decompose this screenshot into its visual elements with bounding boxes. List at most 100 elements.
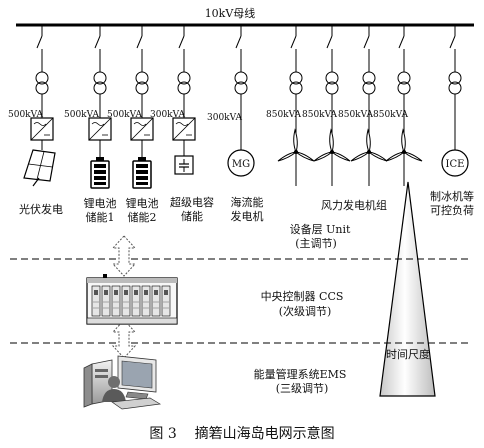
rating-label: 500kVA bbox=[64, 110, 100, 120]
transformer-icon bbox=[234, 71, 248, 85]
rating-label: 500kVA bbox=[107, 110, 143, 120]
rating-label: 500kVA bbox=[8, 110, 44, 120]
transformer-icon bbox=[35, 71, 49, 85]
switch-icon bbox=[235, 35, 242, 49]
supercap-converter-icon bbox=[172, 117, 196, 141]
device-level-label: 设备层 Unit bbox=[290, 222, 351, 236]
module-indicator bbox=[144, 290, 148, 295]
controller-module bbox=[91, 285, 101, 317]
li2-label-2: 储能2 bbox=[128, 210, 157, 224]
li2-label: 锂电池 bbox=[126, 196, 159, 210]
module-indicator bbox=[104, 290, 108, 295]
switch-icon bbox=[94, 35, 101, 49]
communication-arrow-icon bbox=[111, 319, 137, 359]
wind-turbine-icon bbox=[401, 128, 406, 154]
ccs-level-sub: (次级调节) bbox=[279, 304, 332, 318]
wind-turbine-icon bbox=[293, 128, 298, 154]
controller-module bbox=[121, 285, 131, 317]
module-indicator bbox=[164, 290, 168, 295]
solar-panel-icon bbox=[23, 149, 56, 187]
controller-module bbox=[111, 285, 121, 317]
transformer-icon bbox=[448, 71, 462, 85]
wind-turbine-icon bbox=[367, 151, 388, 162]
ems-level-label: 能量管理系统EMS bbox=[254, 367, 347, 381]
controller-module bbox=[101, 285, 111, 317]
switch-icon bbox=[290, 35, 297, 49]
controller-modules bbox=[91, 285, 171, 317]
switch-icon bbox=[398, 35, 405, 49]
pv-label: 光伏发电 bbox=[19, 202, 63, 216]
wind-turbine-icon bbox=[385, 151, 406, 162]
ice-load-icon: ICE bbox=[441, 102, 469, 177]
transformer-icon bbox=[325, 71, 339, 85]
rating-label: 850kVA bbox=[266, 110, 302, 120]
wind-turbine-icon bbox=[402, 151, 423, 162]
transformer-icon bbox=[93, 71, 107, 85]
supercap-label: 超级电容 bbox=[170, 195, 214, 209]
rating-labels: 500kVA 500kVA 500kVA 300kVA 300kVA 850kV… bbox=[8, 110, 409, 123]
switch-icon bbox=[36, 35, 43, 49]
transformer-icon bbox=[289, 71, 303, 85]
rating-label: 300kVA bbox=[150, 110, 186, 120]
turbine-hub bbox=[367, 150, 371, 154]
switch-icon bbox=[178, 35, 185, 49]
ems-level-sub: (三级调节) bbox=[276, 382, 329, 395]
battery-icon bbox=[90, 157, 110, 189]
level-labels: 设备层 Unit (主调节) 中央控制器 CCS (次级调节) 能量管理系统EM… bbox=[254, 222, 351, 395]
li1-converter-icon bbox=[88, 117, 112, 141]
turbine-hub bbox=[294, 150, 298, 154]
li1-label-2: 储能1 bbox=[86, 210, 115, 224]
module-indicator bbox=[124, 290, 128, 295]
module-indicator bbox=[94, 290, 98, 295]
ccs-level-label: 中央控制器 CCS bbox=[261, 289, 344, 303]
wind-label: 风力发电机组 bbox=[321, 198, 387, 212]
mg-symbol: MG bbox=[232, 159, 250, 170]
unit-connectors bbox=[41, 140, 185, 157]
pv-converter-icon bbox=[30, 117, 54, 141]
rating-label: 850kVA bbox=[302, 110, 338, 120]
mg-generator-icon: MG bbox=[227, 102, 255, 177]
wind-turbine-icon bbox=[277, 151, 298, 162]
controller-module bbox=[131, 285, 141, 317]
central-controller-icon bbox=[86, 274, 178, 325]
tidal-label-2: 发电机 bbox=[231, 209, 264, 223]
supercapacitor-icon bbox=[174, 155, 194, 175]
feeder-group bbox=[35, 25, 462, 118]
rating-label: 850kVA bbox=[373, 110, 409, 120]
battery-icon bbox=[132, 157, 152, 189]
bus-label: 10kV母线 bbox=[205, 6, 256, 20]
ice-label: 制冰机等 bbox=[430, 189, 474, 203]
transformer-icon bbox=[135, 71, 149, 85]
transformer-icon bbox=[177, 71, 191, 85]
controller-module bbox=[141, 285, 151, 317]
time-scale-label: 时间尺度 bbox=[386, 347, 430, 361]
wind-turbine-icon bbox=[313, 151, 334, 162]
communication-arrow-icon bbox=[111, 235, 137, 277]
device-level-sub: (主调节) bbox=[295, 237, 337, 250]
turbine-hub bbox=[330, 150, 334, 154]
computer-workstation-icon bbox=[83, 355, 162, 410]
module-indicator bbox=[114, 290, 118, 295]
transformer-icon bbox=[362, 71, 376, 85]
switch-icon bbox=[136, 35, 143, 49]
unit-labels: 光伏发电 锂电池 储能1 锂电池 储能2 超级电容 储能 海流能 发电机 风力发… bbox=[19, 189, 474, 224]
tidal-label: 海流能 bbox=[231, 195, 264, 209]
converters bbox=[30, 117, 196, 141]
wind-turbine-group bbox=[277, 102, 423, 186]
wind-turbine-icon bbox=[350, 151, 371, 162]
ice-label-2: 可控负荷 bbox=[430, 203, 474, 217]
li1-label: 锂电池 bbox=[84, 196, 117, 210]
figure-caption: 图 3 摘箬山海岛电网示意图 bbox=[149, 425, 334, 442]
switch-icon bbox=[363, 35, 370, 49]
wind-turbine-icon bbox=[294, 151, 315, 162]
turbine-hub bbox=[402, 150, 406, 154]
controller-module bbox=[151, 285, 161, 317]
ice-symbol: ICE bbox=[446, 159, 465, 170]
rating-label: 300kVA bbox=[207, 113, 243, 123]
switch-icon bbox=[449, 35, 456, 49]
controller-module bbox=[161, 285, 171, 317]
li2-converter-icon bbox=[130, 117, 154, 141]
time-scale-triangle: 时间尺度 bbox=[379, 181, 436, 397]
